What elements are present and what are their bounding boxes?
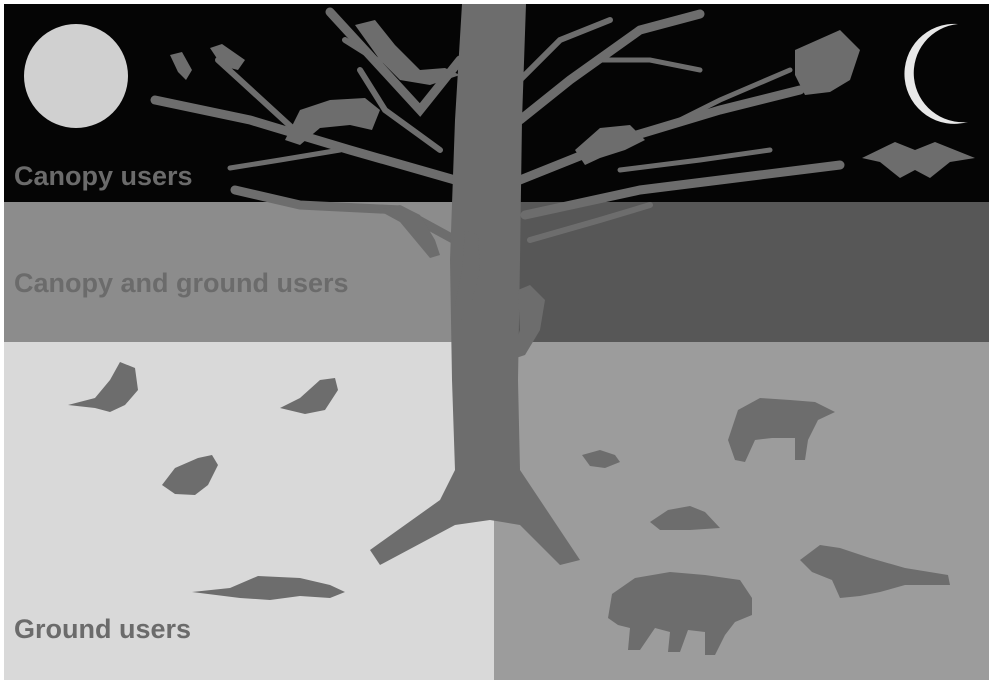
canopy-and-ground-users-label: Canopy and ground users [14,270,349,297]
night-canopy-ground-band [494,202,989,342]
ground-users-label: Ground users [14,616,191,643]
night-ground-band [494,342,989,680]
sun-icon [24,24,128,128]
canopy-users-label: Canopy users [14,163,193,190]
